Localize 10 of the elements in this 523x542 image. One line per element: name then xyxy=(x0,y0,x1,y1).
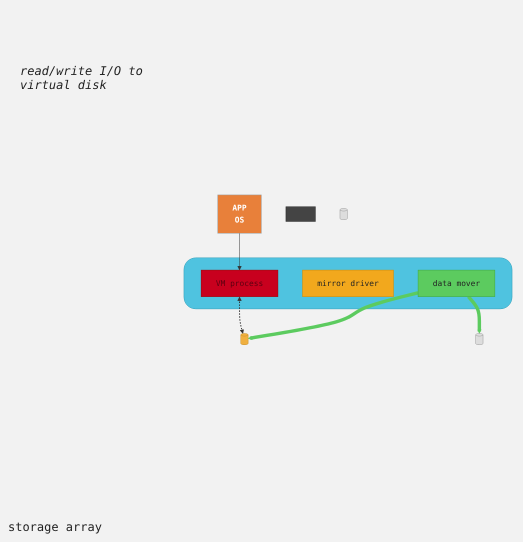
arrow xyxy=(467,296,482,334)
arrow xyxy=(248,291,418,340)
node-cylinder xyxy=(475,333,484,346)
node-bar xyxy=(286,206,316,222)
node-cylinder xyxy=(340,208,348,220)
arrow xyxy=(237,296,244,334)
note-text: read/write I/O to virtual disk xyxy=(20,64,144,92)
node-cylinder xyxy=(240,333,248,346)
cluster xyxy=(184,258,512,310)
caption-text: storage array xyxy=(8,520,102,534)
